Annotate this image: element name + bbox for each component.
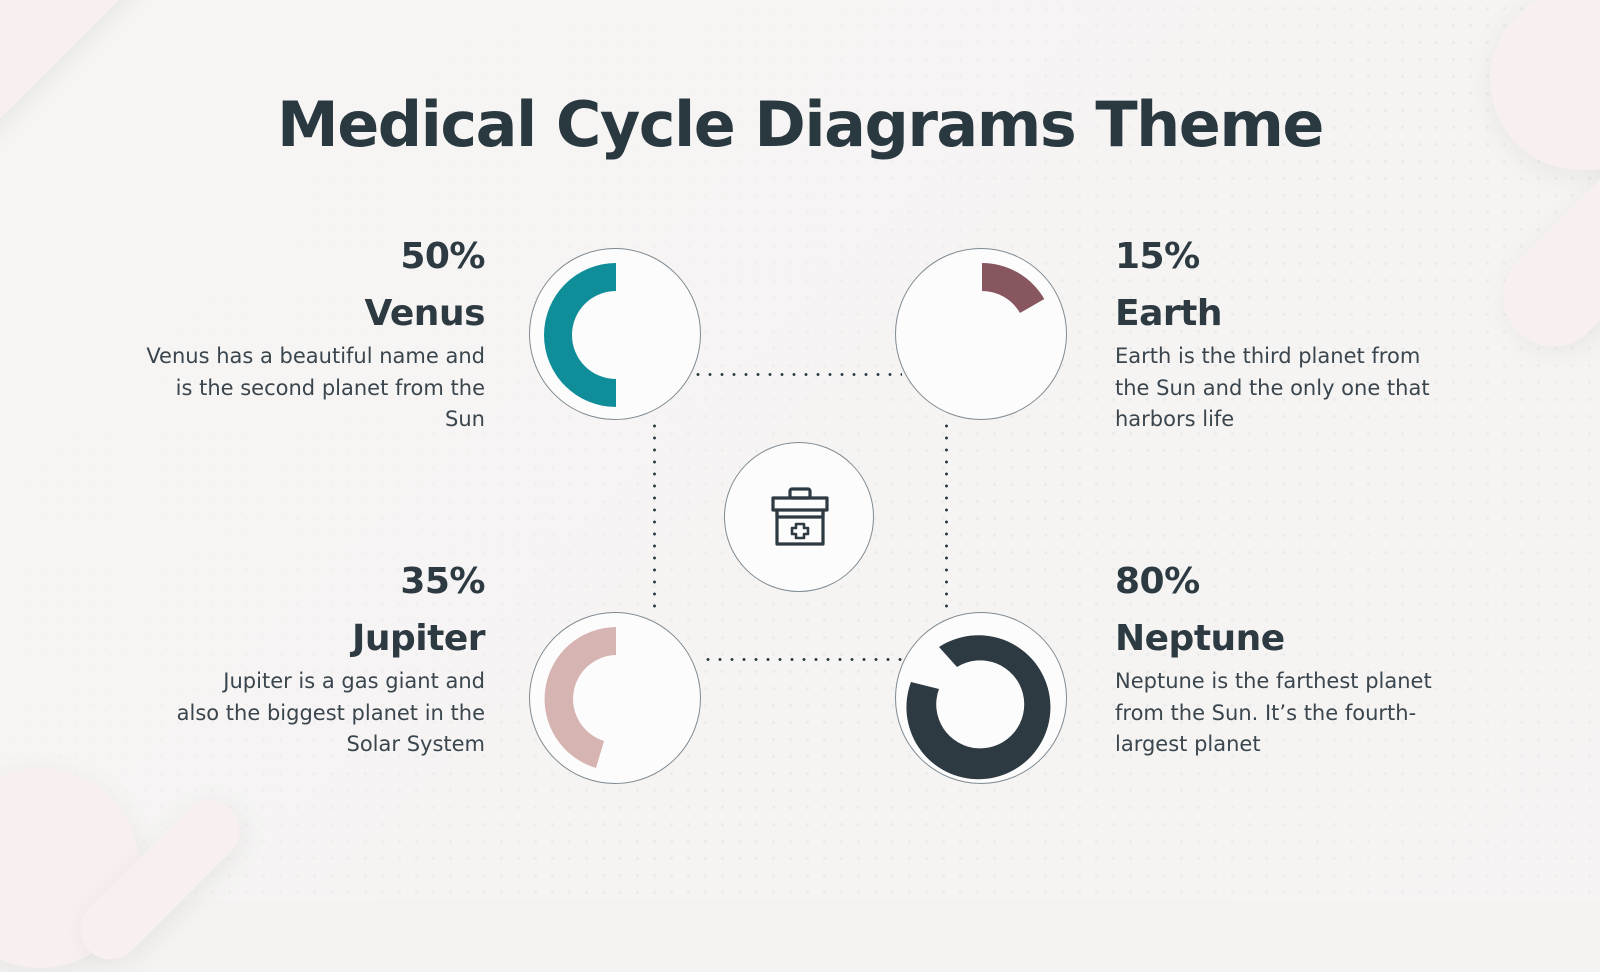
connector-top — [692, 373, 902, 376]
info-jupiter: 35% Jupiter Jupiter is a gas giant and a… — [125, 560, 486, 761]
percent-jupiter: 35% — [400, 561, 485, 602]
donut-jupiter-arc — [544, 627, 616, 768]
desc-neptune: Neptune is the farthest planet from the … — [1115, 669, 1432, 756]
donut-earth — [895, 248, 1067, 420]
donut-neptune-arc — [906, 635, 1051, 780]
donut-jupiter — [529, 612, 701, 784]
name-neptune: Neptune — [1115, 618, 1285, 659]
info-earth: 15% Earth Earth is the third planet from… — [1115, 235, 1475, 436]
medical-kit-icon — [771, 487, 829, 546]
percent-venus: 50% — [400, 236, 485, 277]
page-title: Medical Cycle Diagrams Theme — [277, 88, 1324, 161]
desc-earth: Earth is the third planet from the Sun a… — [1115, 344, 1430, 431]
donut-earth-arc — [982, 263, 1045, 313]
percent-earth: 15% — [1115, 236, 1200, 277]
info-venus: 50% Venus Venus has a beautiful name and… — [125, 235, 485, 436]
desc-jupiter: Jupiter is a gas giant and also the bigg… — [176, 669, 485, 756]
connector-bottom — [702, 658, 902, 661]
donut-venus-arc — [544, 263, 616, 407]
info-neptune: 80% Neptune Neptune is the farthest plan… — [1115, 560, 1475, 761]
donut-venus — [529, 248, 701, 420]
connector-right — [945, 420, 948, 610]
name-earth: Earth — [1115, 293, 1222, 334]
percent-neptune: 80% — [1115, 561, 1200, 602]
desc-venus: Venus has a beautiful name and is the se… — [146, 344, 485, 431]
connector-left — [653, 420, 656, 610]
center-node — [724, 442, 874, 592]
donut-neptune — [895, 612, 1067, 784]
name-jupiter: Jupiter — [351, 618, 486, 659]
name-venus: Venus — [364, 293, 486, 334]
